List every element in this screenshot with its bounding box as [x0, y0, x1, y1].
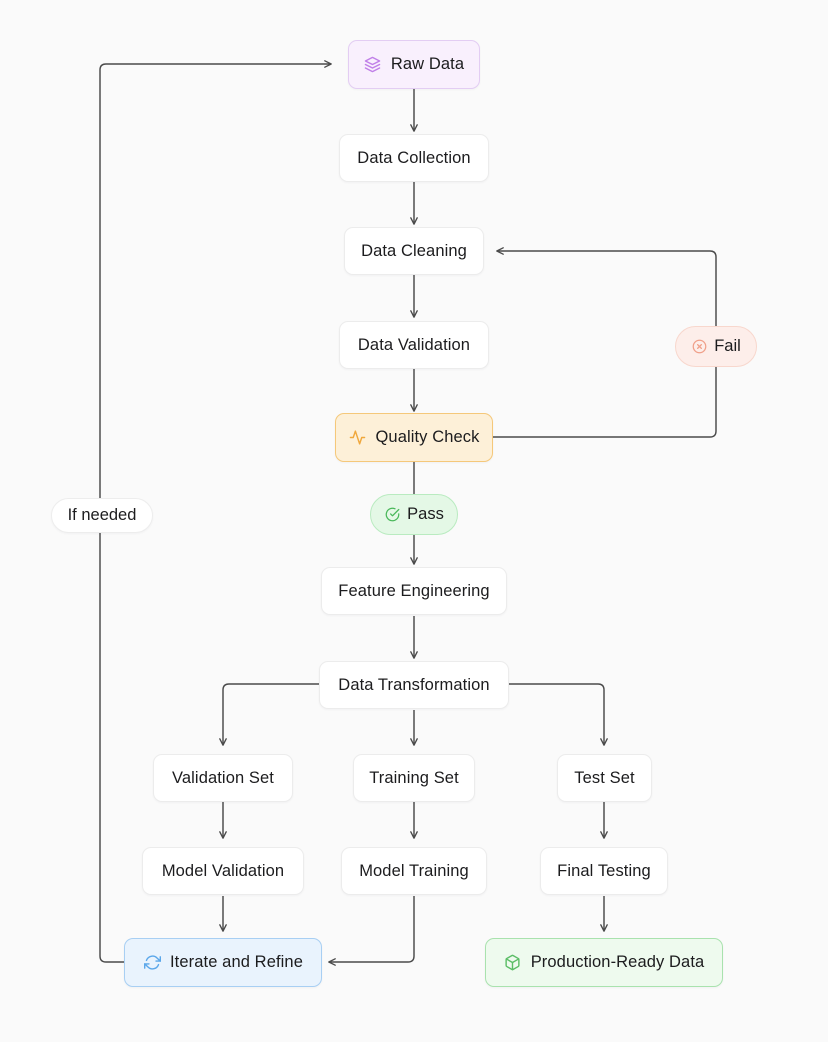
node-quality-check[interactable]: Quality Check	[335, 413, 493, 462]
node-model-training[interactable]: Model Training	[341, 847, 487, 895]
node-data-collection[interactable]: Data Collection	[339, 134, 489, 182]
node-raw-data[interactable]: Raw Data	[348, 40, 480, 89]
node-label: Data Cleaning	[361, 241, 467, 260]
edge-label-pass[interactable]: Pass	[370, 494, 458, 535]
node-data-transformation[interactable]: Data Transformation	[319, 661, 509, 709]
node-label: Validation Set	[172, 768, 274, 787]
edge-transform-to-validation-set	[219, 683, 320, 746]
node-test-set[interactable]: Test Set	[557, 754, 652, 802]
node-label: Model Validation	[161, 861, 285, 880]
edge-transform-to-test-set	[508, 683, 608, 746]
edge-label-text: Fail	[714, 337, 741, 356]
node-iterate-and-refine[interactable]: Iterate and Refine	[124, 938, 322, 987]
node-label: Test Set	[574, 768, 635, 787]
node-final-testing[interactable]: Final Testing	[540, 847, 668, 895]
node-label: Data Collection	[357, 148, 471, 167]
edge-label-fail[interactable]: Fail	[675, 326, 757, 367]
node-production-ready-data[interactable]: Production-Ready Data	[485, 938, 723, 987]
edge-label-text: If needed	[67, 506, 137, 525]
node-data-validation[interactable]: Data Validation	[339, 321, 489, 369]
node-training-set[interactable]: Training Set	[353, 754, 475, 802]
node-label: Quality Check	[375, 428, 480, 447]
node-label: Iterate and Refine	[170, 953, 303, 972]
node-data-cleaning[interactable]: Data Cleaning	[344, 227, 484, 275]
check-circle-icon	[384, 507, 400, 523]
node-label: Final Testing	[557, 861, 651, 880]
activity-icon	[348, 429, 366, 447]
edge-model-training-to-iterate	[328, 896, 415, 966]
edge-label-text: Pass	[407, 505, 444, 524]
layers-icon	[364, 56, 382, 74]
node-label: Data Validation	[357, 335, 471, 354]
node-label: Feature Engineering	[338, 581, 490, 600]
x-circle-icon	[691, 339, 707, 355]
node-label: Training Set	[369, 768, 459, 787]
node-model-validation[interactable]: Model Validation	[142, 847, 304, 895]
node-validation-set[interactable]: Validation Set	[153, 754, 293, 802]
node-label: Production-Ready Data	[530, 953, 705, 972]
edge-label-if-needed[interactable]: If needed	[51, 498, 153, 533]
node-label: Raw Data	[390, 55, 465, 74]
box-icon	[504, 954, 522, 972]
node-label: Model Training	[359, 861, 469, 880]
node-label: Data Transformation	[338, 675, 490, 694]
refresh-icon	[143, 954, 161, 972]
node-feature-engineering[interactable]: Feature Engineering	[321, 567, 507, 615]
